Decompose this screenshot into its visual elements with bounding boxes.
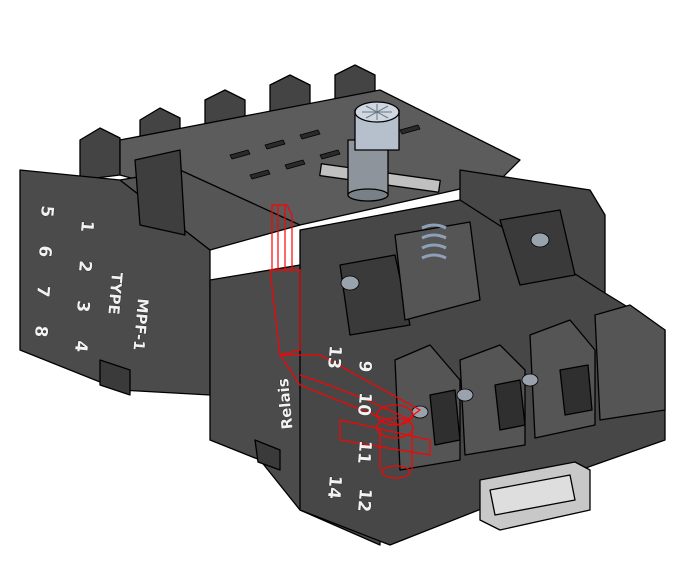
type-label: TYPE — [104, 272, 126, 316]
center-screw — [319, 101, 441, 202]
terminal-screws — [340, 232, 550, 419]
terminal-label-13: 13 — [323, 345, 345, 370]
pin-label-5: 5 — [36, 205, 57, 219]
spring — [421, 223, 447, 260]
retaining-clip — [479, 461, 591, 531]
pin-label-1: 1 — [76, 220, 97, 234]
terminal-label-11: 11 — [353, 440, 375, 465]
front-labels: Relais 13 14 9 10 11 12 — [274, 344, 375, 513]
pin-label-4: 4 — [70, 340, 91, 354]
terminal-label-14: 14 — [323, 475, 345, 500]
pin-label-8: 8 — [30, 325, 51, 339]
pin-label-2: 2 — [74, 260, 95, 274]
terminal-label-12: 12 — [353, 488, 375, 513]
model-label: MPF-1 — [129, 298, 151, 352]
pin-label-6: 6 — [34, 245, 55, 259]
terminal-label-10: 10 — [353, 392, 375, 417]
pin-label-7: 7 — [32, 285, 53, 299]
left-face-labels: 5 6 7 8 1 2 3 4 TYPE MPF-1 — [30, 204, 153, 354]
relay-label: Relais — [274, 378, 296, 431]
lower-terminals — [394, 304, 666, 471]
highlighted-part-wireframe — [269, 204, 431, 479]
terminal-label-9: 9 — [354, 360, 375, 374]
pin-label-3: 3 — [72, 300, 93, 314]
